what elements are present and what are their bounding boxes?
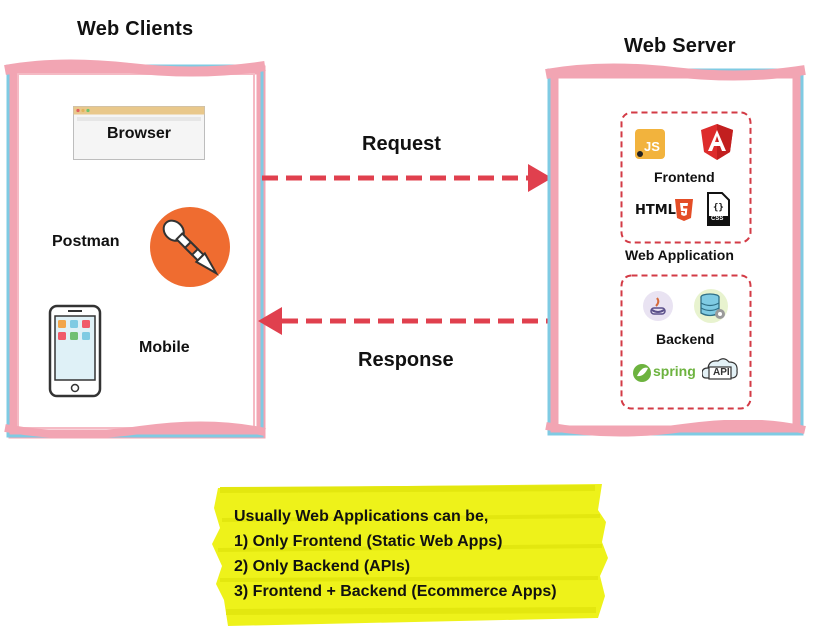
- note-line-1: Usually Web Applications can be,: [234, 508, 489, 525]
- web-application-label: Web Application: [625, 247, 734, 263]
- browser-label: Browser: [106, 125, 172, 142]
- java-icon: [642, 290, 674, 322]
- mobile-phone-icon: [48, 304, 102, 398]
- request-label: Request: [362, 133, 441, 155]
- css-icon: {} CSS: [706, 192, 730, 226]
- postman-icon: [143, 204, 233, 294]
- svg-text:{}: {}: [713, 203, 724, 213]
- note-line-2: 1) Only Frontend (Static Web Apps): [234, 533, 503, 550]
- frontend-label: Frontend: [654, 169, 715, 185]
- postman-label: Postman: [52, 233, 120, 250]
- javascript-icon: JS: [635, 129, 665, 159]
- note-line-4: 3) Frontend + Backend (Ecommerce Apps): [234, 583, 557, 600]
- angular-icon: [701, 124, 733, 160]
- html5-icon: HTML: [635, 199, 693, 223]
- mobile-label: Mobile: [139, 339, 190, 356]
- backend-label: Backend: [656, 331, 715, 347]
- api-label: API: [713, 367, 730, 378]
- web-server-panel: JS Frontend HTML {} CSS: [543, 62, 808, 440]
- spring-icon: spring: [632, 362, 696, 384]
- browser-icon: Browser: [73, 106, 205, 160]
- web-clients-panel: Browser Postman Mobile: [0, 58, 272, 443]
- response-arrow: [258, 306, 555, 336]
- note-highlight: Usually Web Applications can be, 1) Only…: [210, 480, 610, 630]
- response-label: Response: [358, 349, 454, 371]
- html5-label: HTML: [635, 203, 676, 218]
- spring-label: spring: [653, 363, 696, 379]
- note-line-3: 2) Only Backend (APIs): [234, 558, 411, 575]
- backend-group: Backend spring API: [620, 274, 752, 410]
- web-clients-title: Web Clients: [77, 18, 194, 40]
- web-server-title: Web Server: [624, 35, 736, 57]
- database-icon: [693, 288, 729, 324]
- server-frame: [545, 63, 806, 437]
- frontend-group: JS Frontend HTML {} CSS: [620, 111, 752, 298]
- css-label: CSS: [711, 216, 724, 222]
- api-icon: API: [701, 356, 738, 386]
- js-label: JS: [644, 139, 660, 154]
- request-arrow: [258, 163, 553, 193]
